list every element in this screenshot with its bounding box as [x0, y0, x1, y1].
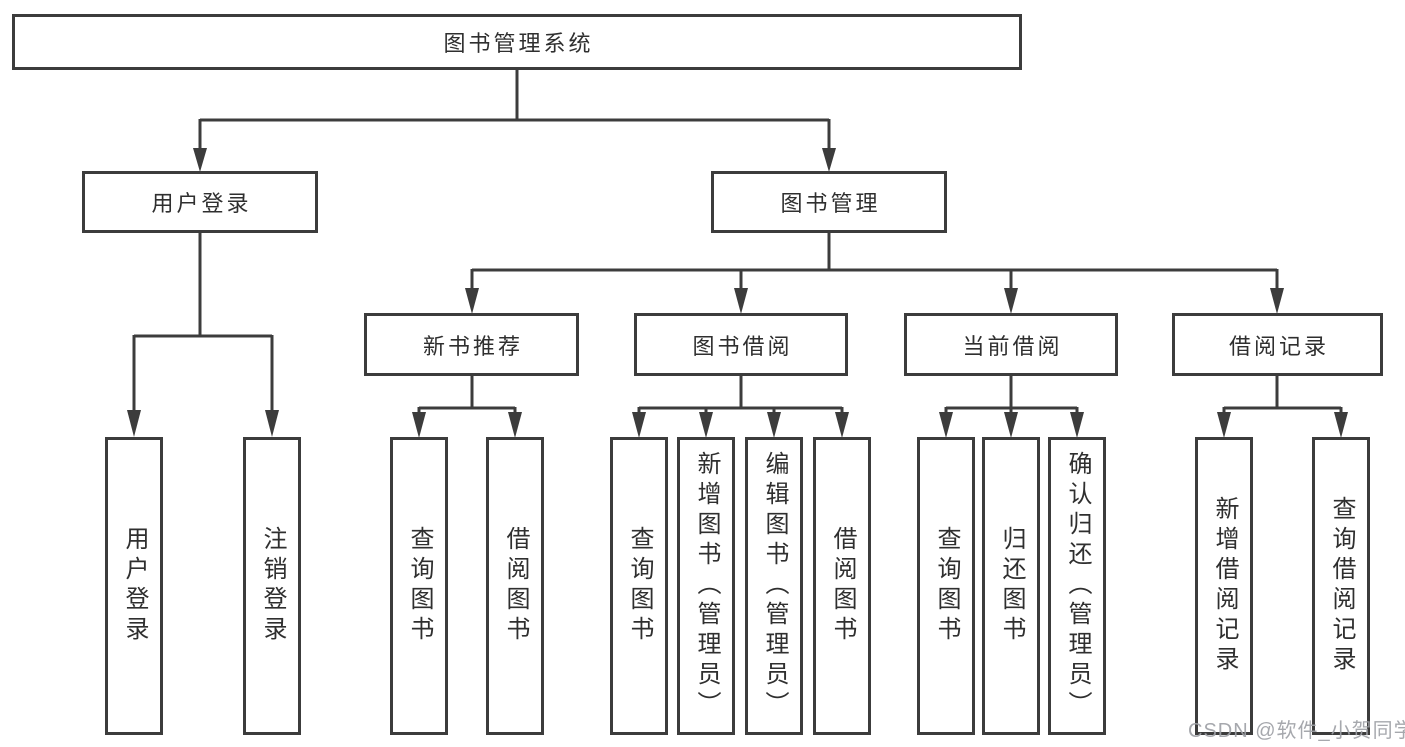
node-label: 图书借阅: [692, 333, 793, 359]
node-label: 新增借阅记录: [1211, 496, 1238, 676]
leaf-edit-book-admin: 编辑图书（管理员）: [745, 437, 803, 735]
node-borrow-records: 借阅记录: [1172, 313, 1383, 376]
connector-book-management-children: [465, 233, 1284, 314]
node-label: 借阅记录: [1228, 333, 1329, 359]
leaf-query-books-3: 查询图书: [917, 437, 975, 735]
leaf-add-borrow-record: 新增借阅记录: [1195, 437, 1253, 735]
node-label: 归还图书: [998, 526, 1025, 646]
node-label: 用户登录: [151, 191, 252, 216]
connector-borrow-records-children: [1217, 376, 1348, 438]
node-book-borrow: 图书借阅: [634, 313, 848, 376]
leaf-borrow-books-1: 借阅图书: [486, 437, 544, 735]
leaf-query-borrow-record: 查询借阅记录: [1312, 437, 1370, 735]
node-label: 用户登录: [121, 526, 148, 646]
connector-book-borrow-children: [632, 376, 849, 438]
node-new-book-recommend: 新书推荐: [364, 313, 579, 376]
leaf-borrow-books-2: 借阅图书: [813, 437, 871, 735]
leaf-confirm-return-admin: 确认归还（管理员）: [1048, 437, 1106, 735]
connector-new-book-children: [412, 376, 522, 438]
node-label: 查询图书: [626, 526, 653, 646]
node-user-login: 用户登录: [82, 171, 318, 233]
node-label: 新增图书（管理员）: [693, 451, 720, 721]
connector-current-borrow-children: [939, 376, 1084, 438]
node-label: 借阅图书: [829, 526, 856, 646]
node-root: 图书管理系统: [12, 14, 1022, 70]
node-label: 查询图书: [406, 526, 433, 646]
node-label: 查询借阅记录: [1328, 496, 1355, 676]
node-label: 确认归还（管理员）: [1064, 451, 1091, 721]
node-current-borrow: 当前借阅: [904, 313, 1118, 376]
leaf-add-book-admin: 新增图书（管理员）: [677, 437, 735, 735]
node-label: 新书推荐: [422, 333, 523, 359]
leaf-logout-login: 注销登录: [243, 437, 301, 735]
node-label: 当前借阅: [962, 333, 1063, 359]
leaf-user-login: 用户登录: [105, 437, 163, 735]
connector-user-login-children: [127, 233, 279, 437]
node-label: 注销登录: [259, 526, 286, 646]
node-label: 图书管理系统: [443, 31, 594, 56]
leaf-return-books: 归还图书: [982, 437, 1040, 735]
leaf-query-books-1: 查询图书: [390, 437, 448, 735]
node-label: 借阅图书: [502, 526, 529, 646]
connector-root-to-level2: [193, 70, 836, 172]
leaf-query-books-2: 查询图书: [610, 437, 668, 735]
csdn-watermark: CSDN @软件_小贺同学: [1188, 720, 1405, 742]
node-label: 编辑图书（管理员）: [761, 451, 788, 721]
node-label: 图书管理: [780, 191, 881, 216]
node-label: 查询图书: [933, 526, 960, 646]
node-book-management: 图书管理: [711, 171, 947, 233]
